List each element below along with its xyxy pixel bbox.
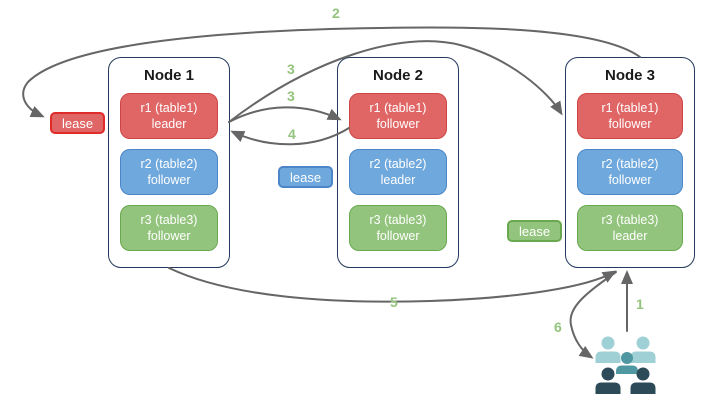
node-2-replica-r2: r2 (table2) leader — [349, 149, 447, 195]
lease-badge-red: lease — [50, 112, 106, 134]
replica-role: follower — [608, 117, 652, 131]
node-3: Node 3 r1 (table1) follower r2 (table2) … — [565, 57, 695, 268]
replica-role: leader — [380, 173, 416, 187]
lease-badge-green: lease — [507, 220, 563, 242]
replica-role: follower — [376, 117, 420, 131]
replica-name: r1 (table1) — [601, 100, 659, 115]
replica-role: follower — [147, 173, 191, 187]
node-1-replica-r3: r3 (table3) follower — [120, 205, 218, 251]
arrow-step-3-node1-to-node2 — [228, 106, 342, 123]
node-1-replica-r1: r1 (table1) leader — [120, 93, 218, 139]
step-label-4: 4 — [288, 126, 296, 142]
step-label-3a: 3 — [287, 61, 295, 77]
node-3-replica-r1: r1 (table1) follower — [577, 93, 683, 139]
replica-role: leader — [612, 229, 648, 243]
replica-name: r3 (table3) — [601, 212, 659, 227]
step-label-1: 1 — [636, 296, 644, 312]
node-1-replica-r2: r2 (table2) follower — [120, 149, 218, 195]
node-3-replica-r3: r3 (table3) leader — [577, 205, 683, 251]
step-label-3b: 3 — [287, 88, 295, 104]
users-icon — [595, 336, 656, 394]
step-label-2: 2 — [332, 5, 340, 21]
replica-name: r2 (table2) — [601, 156, 659, 171]
replica-role: follower — [608, 173, 652, 187]
replica-name: r2 (table2) — [140, 156, 198, 171]
replica-name: r3 (table3) — [369, 212, 427, 227]
lease-badge-blue: lease — [278, 166, 334, 188]
node-2-title: Node 2 — [372, 67, 423, 84]
replica-name: r2 (table2) — [369, 156, 427, 171]
replica-role: leader — [151, 117, 187, 131]
node-2-replica-r3: r3 (table3) follower — [349, 205, 447, 251]
replica-name: r1 (table1) — [369, 100, 427, 115]
replica-role: follower — [147, 229, 191, 243]
step-label-5: 5 — [390, 294, 398, 310]
step-label-6: 6 — [554, 319, 562, 335]
replica-name: r3 (table3) — [140, 212, 198, 227]
node-1-title: Node 1 — [143, 67, 194, 84]
node-2-replica-r1: r1 (table1) follower — [349, 93, 447, 139]
replica-role: follower — [376, 229, 420, 243]
replica-name: r1 (table1) — [140, 100, 198, 115]
node-3-replica-r2: r2 (table2) follower — [577, 149, 683, 195]
node-2: Node 2 r1 (table1) follower r2 (table2) … — [337, 57, 459, 268]
node-3-title: Node 3 — [604, 67, 655, 84]
node-1: Node 1 r1 (table1) leader r2 (table2) fo… — [108, 57, 230, 268]
